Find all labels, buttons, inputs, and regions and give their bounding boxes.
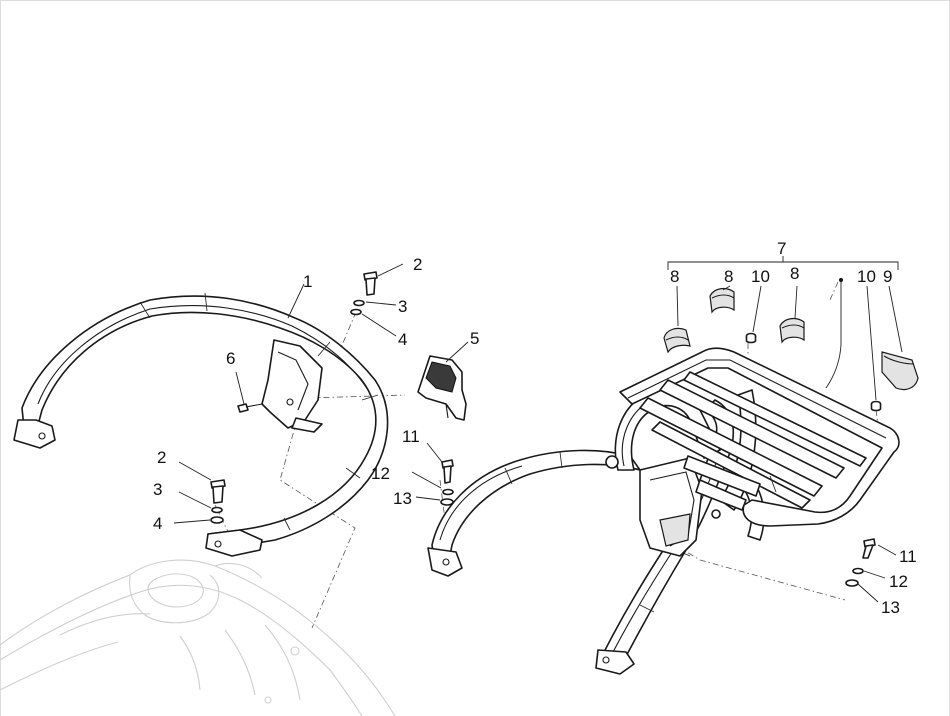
part-rubber-buffer-10b xyxy=(870,400,882,412)
ghost-body-outline xyxy=(0,559,396,716)
callout-3-upper: 3 xyxy=(398,297,407,316)
callout-5: 5 xyxy=(470,329,479,348)
callout-12-right: 12 xyxy=(889,572,908,591)
callout-labels: 1 2 3 4 5 6 2 3 4 11 12 13 7 8 8 10 8 10… xyxy=(153,239,917,617)
callout-10-left: 10 xyxy=(751,267,770,286)
callout-9: 9 xyxy=(883,267,892,286)
part-screw-stack-lower xyxy=(210,479,226,524)
part-bolt-stack-right xyxy=(845,538,876,587)
callout-7: 7 xyxy=(777,239,786,258)
rack-kit-bracket xyxy=(667,256,899,270)
part-rack-insert-8b xyxy=(709,287,735,314)
callout-8-left: 8 xyxy=(670,267,679,286)
part-rack-insert-8c xyxy=(779,317,805,344)
part-rack-insert-8a xyxy=(663,327,691,354)
part-rack-cover-9 xyxy=(881,351,919,391)
callout-2-lower: 2 xyxy=(157,448,166,467)
callout-8-right: 8 xyxy=(790,264,799,283)
callout-12-middle: 12 xyxy=(371,464,390,483)
part-bracket-cover xyxy=(417,355,467,421)
callout-6: 6 xyxy=(226,349,235,368)
part-rubber-buffer-10a xyxy=(745,332,757,344)
callout-11-middle: 11 xyxy=(402,427,420,446)
callout-2-upper: 2 xyxy=(413,255,422,274)
leader-lines xyxy=(173,263,903,603)
part-screw-6 xyxy=(237,403,263,413)
part-bolt-stack-middle xyxy=(440,459,454,506)
callout-4-upper: 4 xyxy=(398,330,407,349)
callout-13-right: 13 xyxy=(881,598,900,617)
callout-1: 1 xyxy=(303,272,312,291)
rack-kit-bullet xyxy=(839,278,843,282)
callout-3-lower: 3 xyxy=(153,480,162,499)
callout-8-middle: 8 xyxy=(724,267,733,286)
callout-4-lower: 4 xyxy=(153,514,162,533)
part-grab-rail xyxy=(13,292,389,557)
callout-10-right: 10 xyxy=(857,267,876,286)
callout-11-right: 11 xyxy=(899,547,917,566)
part-screw-stack-upper xyxy=(350,271,378,316)
part-luggage-rack xyxy=(427,347,900,675)
callout-13-middle: 13 xyxy=(393,489,412,508)
